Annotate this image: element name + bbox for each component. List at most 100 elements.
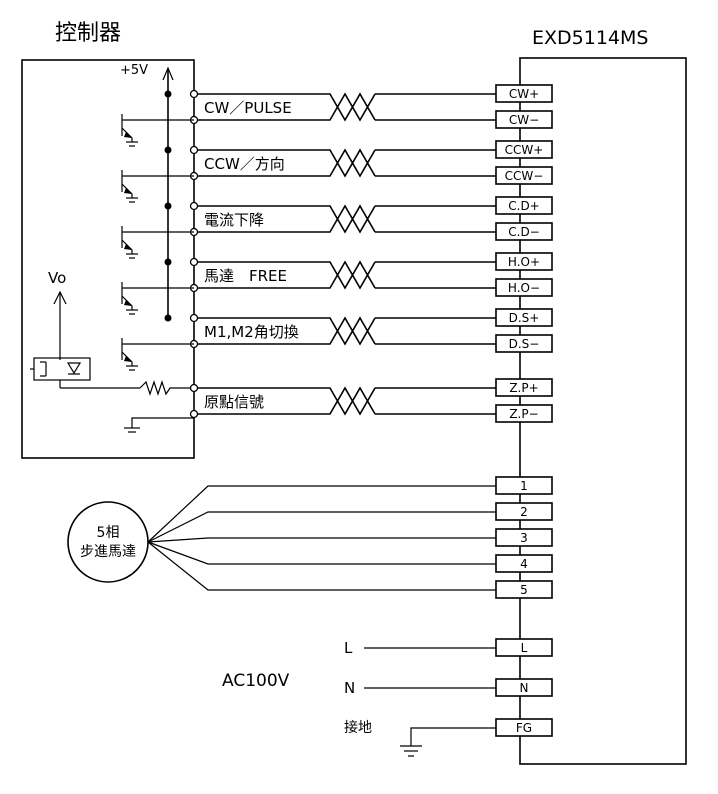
terminal-neg-box xyxy=(495,334,553,353)
signal-label: CW／PULSE xyxy=(204,99,292,117)
terminal-dot-pos xyxy=(189,383,199,393)
controller-ground-line xyxy=(131,417,194,428)
terminal-pos-label: CW+ xyxy=(509,87,539,101)
rail-junction-dot xyxy=(164,90,172,98)
power-terminal-label: FG xyxy=(516,721,532,735)
terminal-dot-pos xyxy=(189,313,199,323)
motor-terminal-box xyxy=(495,528,553,547)
motor-wiring: 1 2 3 4 5 xyxy=(147,476,553,599)
motor-label-line2: 步進馬達 xyxy=(80,544,136,560)
terminal-neg-label: D.S− xyxy=(509,337,540,351)
terminal-pos-box xyxy=(495,308,553,327)
twisted-pair-a xyxy=(194,386,376,416)
terminal-pos-box xyxy=(495,196,553,215)
terminal-neg-label: H.O− xyxy=(508,281,540,295)
twisted-pair-b xyxy=(194,92,376,122)
power-terminal-label: L xyxy=(521,641,528,655)
twisted-pair-b xyxy=(194,148,376,178)
signal-label: CCW／方向 xyxy=(204,155,285,173)
motor-terminal-label: 2 xyxy=(520,505,528,519)
photocoupler-icon xyxy=(30,357,91,388)
terminal-pos-label: D.S+ xyxy=(509,311,540,325)
terminal-neg-box xyxy=(495,166,553,185)
twisted-pair-a xyxy=(194,260,376,290)
motor-terminal-label: 4 xyxy=(520,557,528,571)
vo-label: Vo xyxy=(48,269,66,287)
motor-wire xyxy=(147,511,496,543)
terminal-neg-box xyxy=(495,278,553,297)
signal-label: 電流下降 xyxy=(204,211,264,229)
power-terminal-label: N xyxy=(520,681,529,695)
twisted-pair-a xyxy=(194,148,376,178)
terminal-neg-label: CW− xyxy=(509,113,539,127)
terminal-neg-box xyxy=(495,404,553,423)
rail-junction-dot xyxy=(164,202,172,210)
motor-wire xyxy=(147,485,496,543)
terminal-neg-label: Z.P− xyxy=(509,407,538,421)
plus5v-label: +5V xyxy=(120,63,148,78)
controller-title: 控制器 xyxy=(55,21,121,46)
signal-label: 原點信號 xyxy=(204,393,264,411)
power-terminal-box xyxy=(495,638,553,657)
power-terminal-box xyxy=(495,678,553,697)
terminal-pos-label: C.D+ xyxy=(508,199,540,213)
motor-terminal-label: 5 xyxy=(520,583,528,597)
rail-junction-dot xyxy=(164,314,172,322)
driver-model-title: EXD5114MS xyxy=(532,27,648,49)
terminal-dot-pos xyxy=(189,89,199,99)
terminal-pos-label: Z.P+ xyxy=(509,381,538,395)
ground-symbol-icon xyxy=(124,427,140,433)
motor-wire xyxy=(147,541,496,591)
terminal-pos-label: H.O+ xyxy=(508,255,540,269)
plus5v-arrow-icon xyxy=(162,66,174,81)
rail-junction-dot xyxy=(164,258,172,266)
terminal-pos-label: CCW+ xyxy=(505,143,544,157)
terminal-neg-box xyxy=(495,222,553,241)
twisted-pair-b xyxy=(194,204,376,234)
terminal-neg-label: CCW− xyxy=(505,169,544,183)
terminal-dot-neg xyxy=(189,409,199,419)
terminal-pos-box xyxy=(495,140,553,159)
motor-terminal-box xyxy=(495,476,553,495)
signal-lines: CW／PULSE CW+ CW− CCW／方向 CCW+ CCW− 電流下降 C.D+ C.D−… xyxy=(121,84,553,423)
motor-label-line1: 5相 xyxy=(97,525,120,541)
vo-arrow-icon xyxy=(53,290,67,305)
motor-wire xyxy=(147,537,496,543)
power-terminal-box xyxy=(495,718,553,737)
terminal-pos-box xyxy=(495,252,553,271)
power-line-label: N xyxy=(344,679,355,697)
earth-ground-icon xyxy=(400,745,422,757)
transistor-arrow-icon xyxy=(124,244,132,250)
terminal-neg-label: C.D− xyxy=(508,225,540,239)
signal-label: M1,M2角切換 xyxy=(204,323,299,341)
terminal-dot-pos xyxy=(189,257,199,267)
rail-junction-dot xyxy=(164,146,172,154)
twisted-pair-a xyxy=(194,316,376,346)
ground-wire xyxy=(410,727,496,746)
terminal-dot-pos xyxy=(189,145,199,155)
transistor-arrow-icon xyxy=(124,300,132,306)
motor-terminal-box xyxy=(495,554,553,573)
motor-terminal-box xyxy=(495,580,553,599)
motor-terminal-label: 1 xyxy=(520,479,528,493)
terminal-neg-box xyxy=(495,110,553,129)
transistor-arrow-icon xyxy=(124,356,132,362)
resistor-icon xyxy=(139,380,194,396)
motor-terminal-box xyxy=(495,502,553,521)
twisted-pair-b xyxy=(194,386,376,416)
ac-voltage-label: AC100V xyxy=(222,671,290,691)
terminal-dot-pos xyxy=(189,201,199,211)
motor-wire xyxy=(147,541,496,565)
signal-label: 馬達 FREE xyxy=(204,267,287,285)
twisted-pair-b xyxy=(194,316,376,346)
twisted-pair-a xyxy=(194,92,376,122)
twisted-pair-a xyxy=(194,204,376,234)
terminal-pos-box xyxy=(495,378,553,397)
twisted-pair-b xyxy=(194,260,376,290)
motor-terminal-label: 3 xyxy=(520,531,528,545)
transistor-arrow-icon xyxy=(124,132,132,138)
stepper-motor-icon xyxy=(67,501,149,583)
terminal-pos-box xyxy=(495,84,553,103)
